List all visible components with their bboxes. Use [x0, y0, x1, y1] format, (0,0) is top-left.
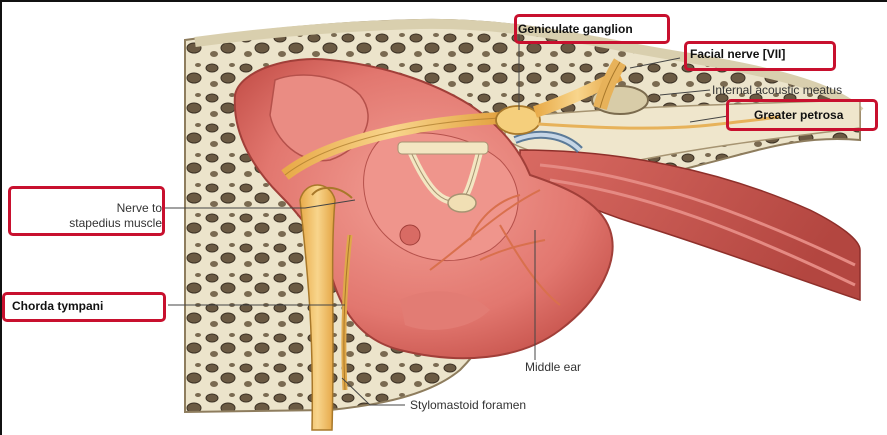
highlight-box-greater-petrosal — [726, 99, 878, 131]
highlight-box-facial-nerve — [684, 41, 836, 71]
highlight-box-nerve-to-stapedius — [8, 186, 165, 236]
label-stylomastoid-foramen: Stylomastoid foramen — [410, 399, 526, 412]
highlight-box-geniculate-ganglion — [514, 14, 670, 44]
geniculate-ganglion-shape — [496, 106, 540, 134]
highlight-box-chorda-tympani — [2, 292, 166, 322]
label-internal-acoustic-meatus: Internal acoustic meatus — [712, 84, 842, 97]
label-middle-ear: Middle ear — [525, 361, 581, 374]
